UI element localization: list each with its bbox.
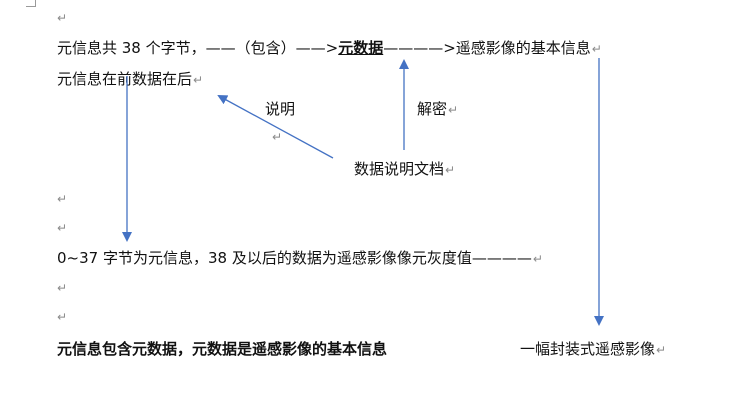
paragraph-mark-icon: ↵ <box>57 310 68 324</box>
arrow-to-metadata-order <box>217 95 334 159</box>
line-metadata-order[interactable]: 元信息在前数据在后↵ <box>57 70 203 89</box>
paragraph-mark-icon: ↵ <box>532 252 543 266</box>
paragraph-mark-icon: ↵ <box>445 163 456 177</box>
line-metadata-header[interactable]: 元信息共 38 个字节，——（包含）——>元数据————>遥感影像的基本信息↵ <box>57 39 602 58</box>
paragraph-mark-icon: ↵ <box>57 11 68 25</box>
line1-part2: ——（包含）——> <box>205 39 339 57</box>
paragraph-mark-icon: ↵ <box>591 42 602 56</box>
label-data-description-doc[interactable]: 数据说明文档↵ <box>354 160 456 178</box>
label-explain: 说明 <box>265 100 296 118</box>
paragraph-mark-icon: ↵ <box>448 103 459 117</box>
line2-text: 元信息在前数据在后 <box>57 70 193 88</box>
summary-right[interactable]: 一幅封装式遥感影像↵ <box>520 340 667 358</box>
paragraph-mark-icon: ↵ <box>57 221 68 235</box>
line-byte-layout[interactable]: 0~37 字节为元信息，38 及以后的数据为遥感影像像元灰度值————↵ <box>57 249 543 267</box>
paragraph-mark-icon: ↵ <box>193 73 204 87</box>
line1-part1: 元信息共 38 个字节， <box>57 39 206 57</box>
summary-left[interactable]: 元信息包含元数据，元数据是遥感影像的基本信息 <box>57 340 388 358</box>
paragraph-mark-icon: ↵ <box>656 343 667 357</box>
paragraph-mark-icon: ↵ <box>57 192 68 206</box>
label-decrypt: 解密↵ <box>417 100 459 118</box>
paragraph-mark-icon: ↵ <box>57 281 68 295</box>
margin-corner-mark <box>26 0 36 7</box>
line1-part4: ————>遥感影像的基本信息 <box>383 39 591 57</box>
line1-metadata-term: 元数据 <box>338 39 384 57</box>
paragraph-mark-icon: ↵ <box>272 130 283 144</box>
